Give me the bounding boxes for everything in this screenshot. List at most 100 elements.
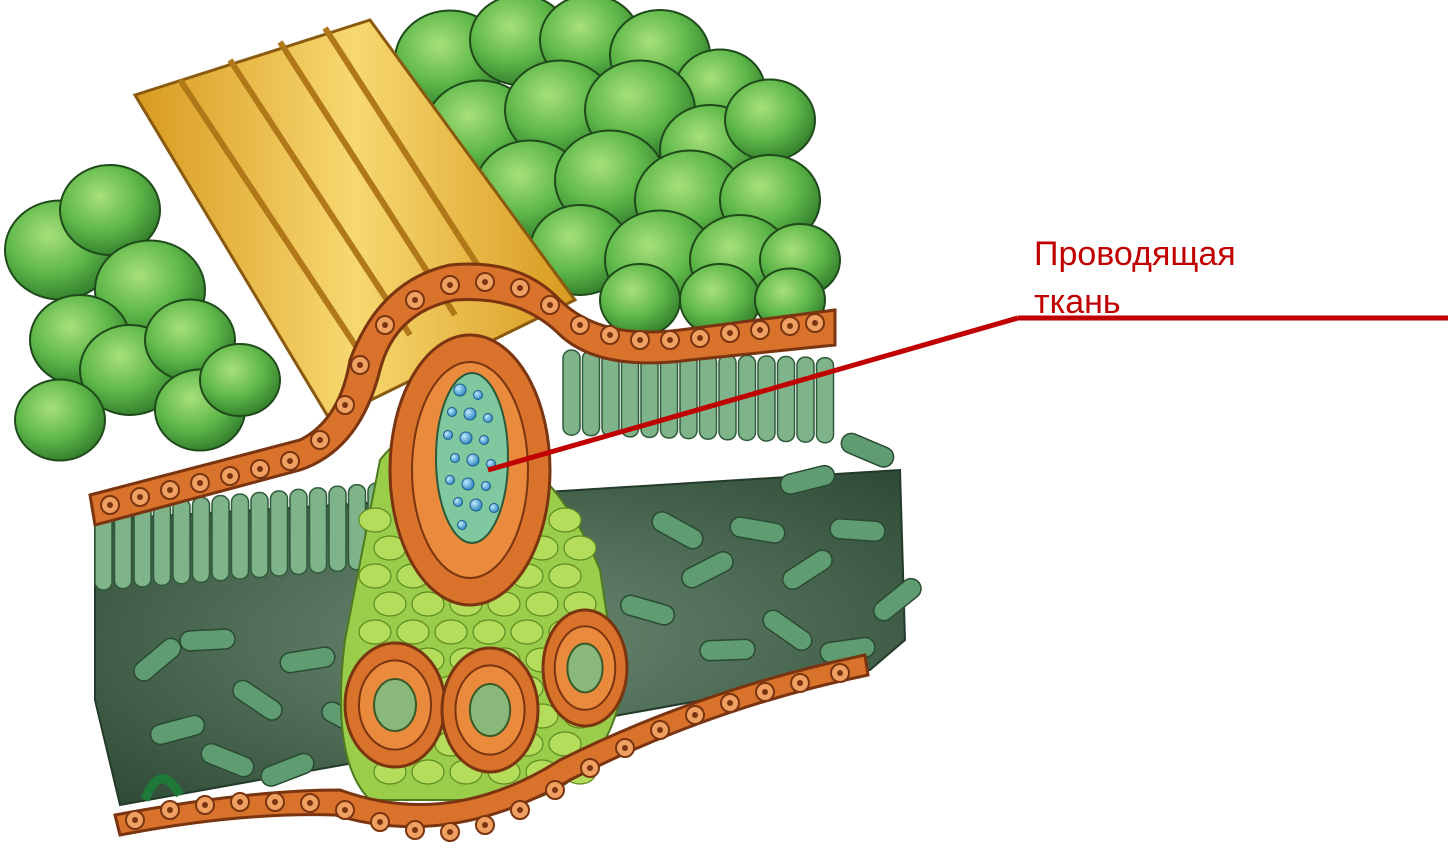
- cell-nucleus: [412, 827, 418, 833]
- cell-nucleus: [227, 473, 233, 479]
- cell-nucleus: [137, 494, 143, 500]
- cell-nucleus: [382, 322, 388, 328]
- cell-nucleus: [447, 829, 453, 835]
- cell-nucleus: [237, 799, 243, 805]
- cell-nucleus: [482, 822, 488, 828]
- cell-nucleus: [132, 817, 138, 823]
- cell-nucleus: [107, 502, 113, 508]
- surface-bump: [600, 264, 680, 336]
- parenchyma-cell: [473, 620, 505, 644]
- xylem-vessel: [454, 498, 463, 507]
- palisade-cell: [661, 353, 678, 438]
- xylem-vessel: [480, 436, 489, 445]
- cell-nucleus: [517, 285, 523, 291]
- cell-nucleus: [167, 487, 173, 493]
- cell-nucleus: [757, 327, 763, 333]
- cell-nucleus: [447, 282, 453, 288]
- xylem-vessel: [467, 454, 479, 466]
- cell-nucleus: [272, 799, 278, 805]
- cell-nucleus: [637, 337, 643, 343]
- parenchyma-cell: [412, 760, 444, 784]
- parenchyma-cell: [549, 564, 581, 588]
- cell-nucleus: [667, 337, 673, 343]
- cell-nucleus: [622, 745, 628, 751]
- cell-nucleus: [412, 297, 418, 303]
- parenchyma-cell: [435, 620, 467, 644]
- xylem-vessel: [446, 476, 455, 485]
- cell-nucleus: [727, 700, 733, 706]
- cell-nucleus: [547, 302, 553, 308]
- cell-nucleus: [342, 402, 348, 408]
- cell-nucleus: [287, 458, 293, 464]
- xylem-vessel: [448, 408, 457, 417]
- cell-nucleus: [307, 800, 313, 806]
- xylem-vessel: [470, 499, 482, 511]
- palisade-cell: [680, 354, 697, 439]
- xylem-vessel: [474, 391, 483, 400]
- cell-nucleus: [837, 670, 843, 676]
- cell-nucleus: [697, 335, 703, 341]
- palisade-cell: [778, 357, 795, 442]
- parenchyma-cell: [359, 620, 391, 644]
- palisade-cell: [797, 357, 814, 442]
- palisade-cell: [563, 350, 580, 435]
- palisade-cell: [700, 354, 717, 439]
- palisade-cell: [154, 500, 171, 585]
- palisade-cell: [251, 493, 268, 578]
- xylem-vessel: [444, 431, 453, 440]
- cell-nucleus: [797, 680, 803, 686]
- xylem-vessel: [460, 432, 472, 444]
- parenchyma-cell: [526, 592, 558, 616]
- conductive-tissue-label: Проводящая ткань: [1034, 230, 1236, 326]
- cell-nucleus: [587, 765, 593, 771]
- cell-nucleus: [727, 330, 733, 336]
- xylem-vessel: [464, 408, 476, 420]
- parenchyma-cell: [374, 592, 406, 616]
- cell-nucleus: [762, 689, 768, 695]
- palisade-cell: [583, 351, 600, 436]
- palisade-cell: [310, 488, 327, 573]
- cell-nucleus: [317, 437, 323, 443]
- cell-nucleus: [257, 466, 263, 472]
- cell-nucleus: [577, 322, 583, 328]
- cell-nucleus: [357, 362, 363, 368]
- cell-nucleus: [167, 807, 173, 813]
- parenchyma-cell: [359, 564, 391, 588]
- palisade-cell: [622, 352, 639, 437]
- spongy-cell: [180, 629, 236, 652]
- main-vascular-bundle: [390, 335, 550, 605]
- surface-bump: [200, 344, 280, 416]
- cell-nucleus: [607, 332, 613, 338]
- cell-nucleus: [552, 787, 558, 793]
- parenchyma-cell: [511, 620, 543, 644]
- palisade-cell: [212, 496, 229, 581]
- palisade-cell: [193, 497, 210, 582]
- small-bundle-core: [567, 644, 602, 693]
- palisade-cell: [173, 499, 190, 584]
- small-bundle-core: [374, 679, 416, 731]
- xylem-vessel: [458, 521, 467, 530]
- cell-nucleus: [692, 712, 698, 718]
- small-bundle-core: [470, 684, 510, 736]
- xylem-vessel: [451, 454, 460, 463]
- parenchyma-cell: [549, 508, 581, 532]
- palisade-cell: [232, 494, 249, 579]
- cell-nucleus: [517, 807, 523, 813]
- spongy-cell: [838, 430, 896, 470]
- parenchyma-cell: [359, 508, 391, 532]
- cell-nucleus: [342, 807, 348, 813]
- xylem-vessel: [490, 504, 499, 513]
- surface-bump: [725, 80, 815, 161]
- palisade-cell: [271, 491, 288, 576]
- cell-nucleus: [482, 279, 488, 285]
- parenchyma-cell: [564, 536, 596, 560]
- cell-nucleus: [377, 819, 383, 825]
- xylem-vessel: [462, 478, 474, 490]
- cell-nucleus: [657, 727, 663, 733]
- xylem-vessel: [454, 384, 466, 396]
- xylem-vessel: [482, 482, 491, 491]
- surface-bump: [15, 380, 105, 461]
- palisade-cell: [758, 356, 775, 441]
- cell-nucleus: [812, 320, 818, 326]
